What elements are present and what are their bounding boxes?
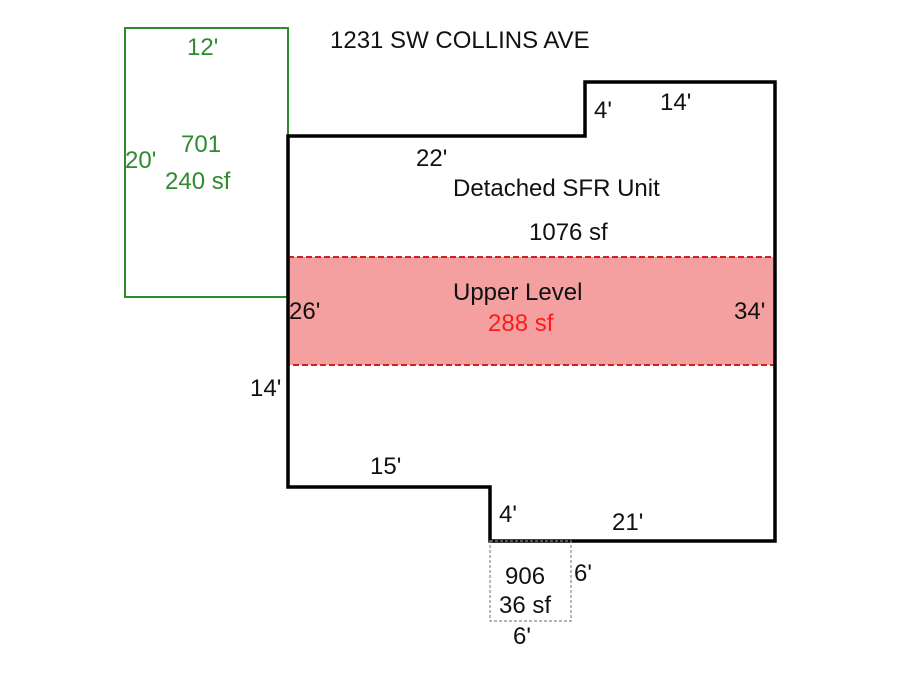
main-unit-name: Detached SFR Unit (453, 175, 660, 202)
address-title: 1231 SW COLLINS AVE (330, 27, 590, 54)
upper-level-area-label: 288 sf (488, 310, 554, 337)
unit-701-code: 701 (181, 131, 221, 158)
main-unit-outline (286, 80, 777, 543)
unit-906-outline (489, 540, 572, 622)
unit-906-width: 6' (513, 623, 531, 650)
unit-701-width: 12' (187, 34, 218, 61)
dim-left-lower: 14' (250, 375, 281, 402)
unit-906-code: 906 (505, 563, 545, 590)
dim-notch-step: 4' (594, 97, 612, 124)
unit-906-area: 36 sf (499, 592, 551, 619)
dim-bottom-right: 21' (612, 509, 643, 536)
upper-level-area (287, 256, 776, 366)
main-unit-area: 1076 sf (529, 219, 608, 246)
dim-bottom-left: 15' (370, 453, 401, 480)
unit-701-area: 240 sf (165, 168, 231, 195)
unit-701-depth: 20' (125, 147, 156, 174)
dim-right: 34' (734, 298, 765, 325)
dim-left-upper: 26' (289, 298, 320, 325)
unit-906-depth: 6' (574, 560, 592, 587)
upper-level-name: Upper Level (453, 279, 582, 306)
dim-top-left: 22' (416, 145, 447, 172)
dim-top-right: 14' (660, 89, 691, 116)
dim-bottom-step: 4' (499, 501, 517, 528)
